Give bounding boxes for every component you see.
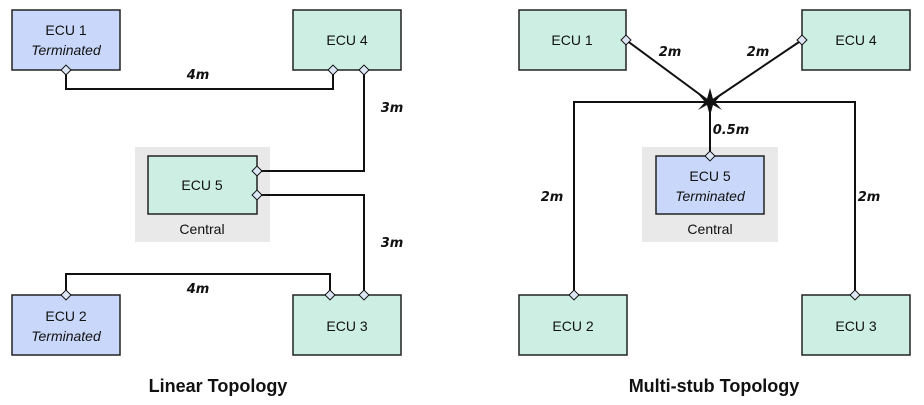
linear-wire-ecu2-ecu3 <box>65 273 331 295</box>
multistub-ecu2: ECU 2 <box>518 294 628 356</box>
linear-wire-ecu5-ecu3 <box>257 194 365 295</box>
multistub-len-ecu5: 0.5m <box>713 123 750 138</box>
linear-len-top: 4m <box>186 68 210 83</box>
multistub-ecu3: ECU 3 <box>801 294 911 356</box>
multistub-ecu2-name: ECU 2 <box>552 318 593 334</box>
linear-ecu2-sub: Terminated <box>31 328 102 344</box>
multistub-central-label: Central <box>687 221 732 237</box>
multistub-wire-ecu3 <box>710 101 856 295</box>
multistub-wire-ecu1 <box>625 39 711 103</box>
linear-ecu4-name: ECU 4 <box>326 32 367 48</box>
linear-ecu5: ECU 5 <box>147 155 258 215</box>
linear-ecu5-name: ECU 5 <box>181 177 222 193</box>
linear-port-ecu5-upper <box>251 165 263 177</box>
linear-wire-ecu1-ecu4 <box>65 70 334 90</box>
multistub-len-ecu2: 2m <box>541 190 564 205</box>
linear-ports <box>60 64 370 301</box>
linear-ecu2-name: ECU 2 <box>45 308 86 324</box>
linear-len-right-upper: 3m <box>381 101 404 116</box>
linear-ecu4: ECU 4 <box>292 9 402 71</box>
linear-ecu2: ECU 2 Terminated <box>11 294 121 356</box>
linear-ecu3-name: ECU 3 <box>326 318 367 334</box>
multistub-ecu1: ECU 1 <box>518 9 627 71</box>
multistub-topology: ECU 1 ECU 4 ECU 5 Terminated Central ECU… <box>518 9 911 396</box>
multistub-ecu5-sub: Terminated <box>675 188 746 204</box>
linear-ecu1-sub: Terminated <box>31 42 102 58</box>
multistub-port-ecu5 <box>704 150 716 162</box>
multistub-len-ecu1: 2m <box>659 45 682 60</box>
linear-port-ecu1 <box>60 64 72 76</box>
linear-port-ecu4-left <box>327 64 339 76</box>
multistub-port-ecu1 <box>620 34 632 46</box>
star-junction-icon <box>698 88 722 116</box>
linear-central-label: Central <box>179 221 224 237</box>
linear-ecu3: ECU 3 <box>292 294 402 356</box>
linear-port-ecu3-right <box>358 289 370 301</box>
linear-port-ecu4-right <box>358 64 370 76</box>
multistub-wire-ecu2 <box>573 101 710 295</box>
linear-port-ecu3-left <box>324 289 336 301</box>
linear-caption: Linear Topology <box>149 376 288 396</box>
multistub-ecu4-name: ECU 4 <box>835 32 876 48</box>
multistub-port-ecu2 <box>568 289 580 301</box>
multistub-ecu1-name: ECU 1 <box>551 32 592 48</box>
linear-port-ecu2 <box>60 289 72 301</box>
linear-len-right-lower: 3m <box>381 236 404 251</box>
multistub-ecu4: ECU 4 <box>801 9 911 71</box>
linear-len-bottom: 4m <box>186 282 210 297</box>
multistub-wire-ecu4 <box>709 39 803 103</box>
multistub-ecu3-name: ECU 3 <box>835 318 876 334</box>
linear-ecu1: ECU 1 Terminated <box>11 9 121 71</box>
multistub-ecu5: ECU 5 Terminated <box>655 155 765 215</box>
linear-wire-ecu4-ecu5 <box>257 70 365 172</box>
multistub-ports <box>568 34 861 301</box>
linear-port-ecu5-lower <box>251 189 263 201</box>
multistub-port-ecu4 <box>796 34 808 46</box>
multistub-caption: Multi-stub Topology <box>629 376 800 396</box>
multistub-len-ecu3: 2m <box>858 190 881 205</box>
linear-ecu1-name: ECU 1 <box>45 22 86 38</box>
multistub-ecu5-name: ECU 5 <box>689 168 730 184</box>
multistub-port-ecu3 <box>849 289 861 301</box>
linear-topology: ECU 1 Terminated ECU 4 ECU 5 Central ECU… <box>11 9 404 396</box>
multistub-len-ecu4: 2m <box>747 45 770 60</box>
